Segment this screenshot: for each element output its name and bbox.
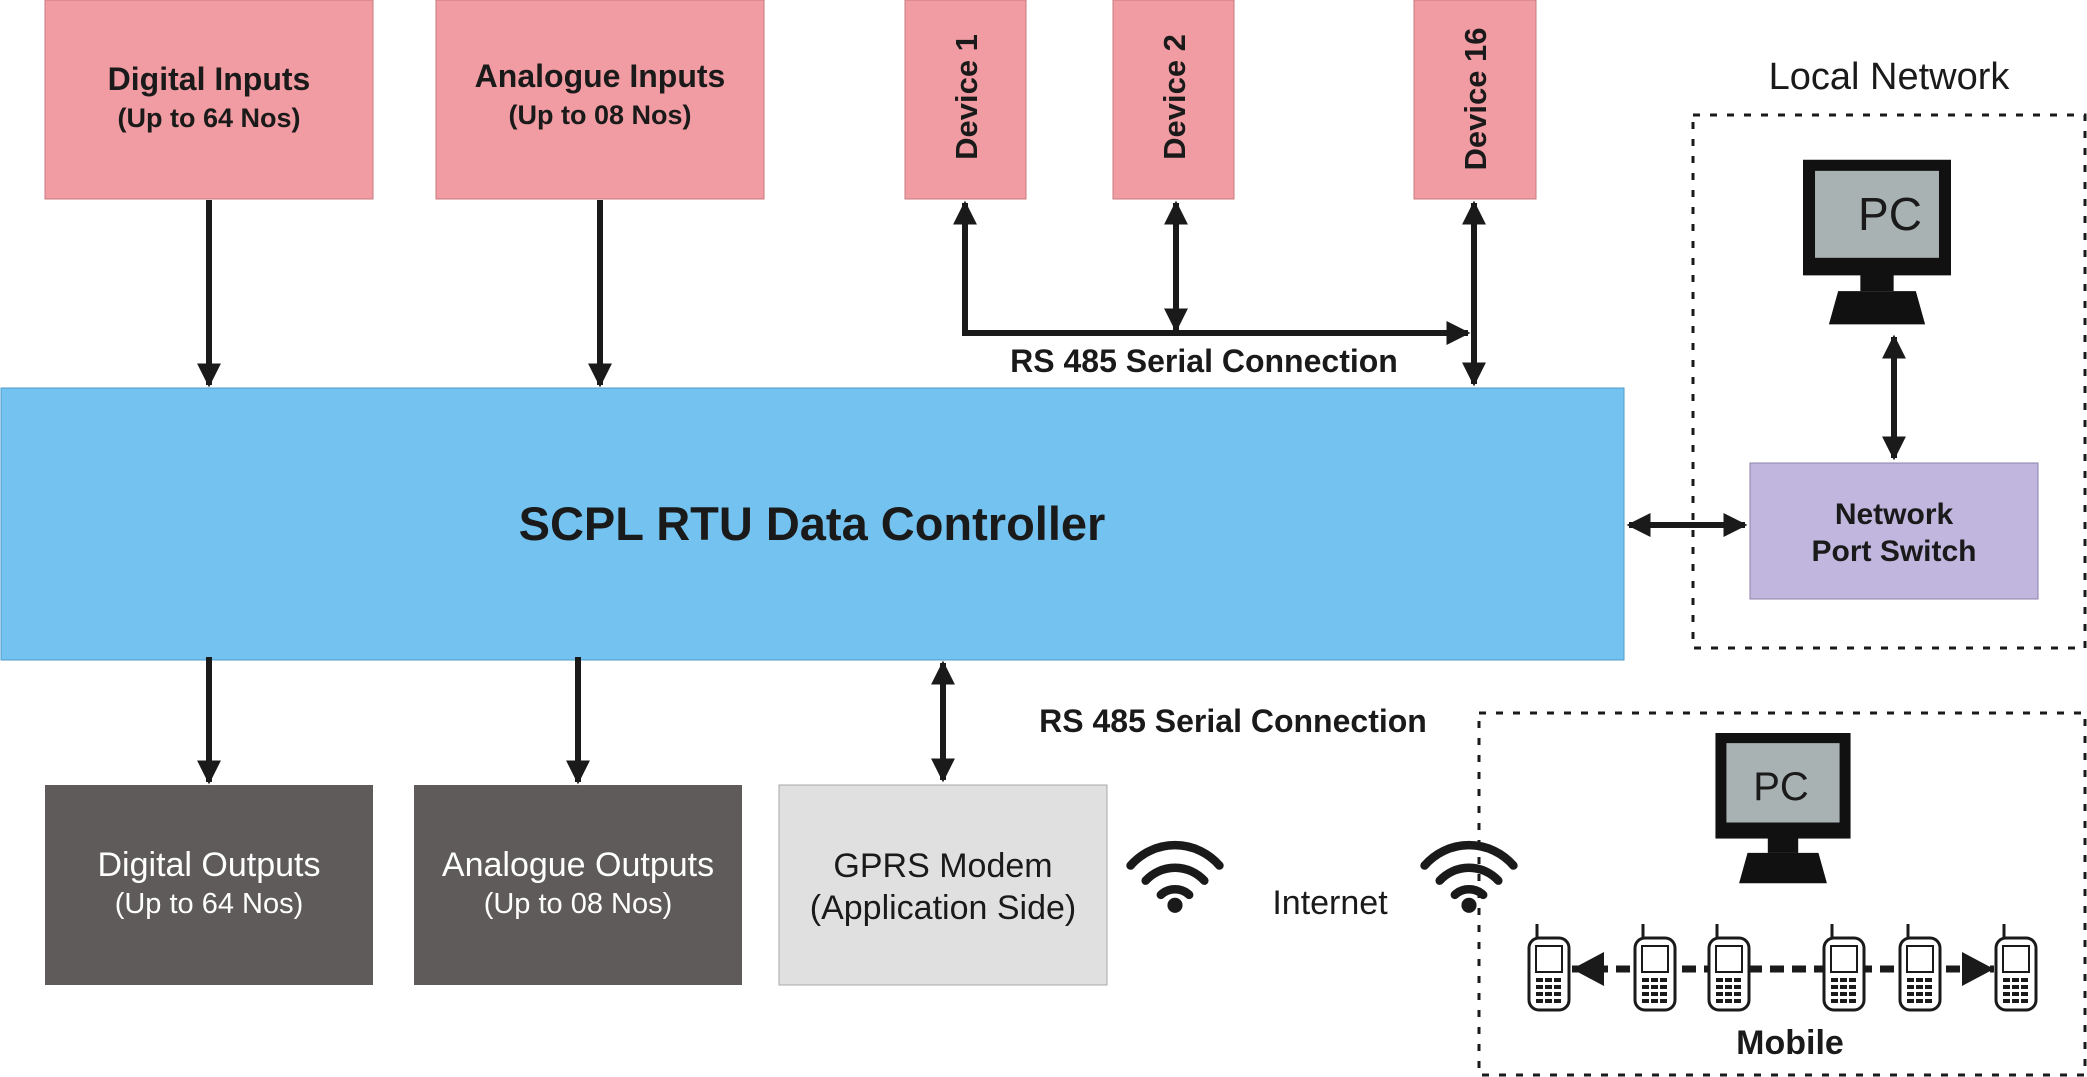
gprs-modem-box (778, 784, 1108, 986)
wifi-icon (1131, 845, 1220, 913)
analogue-outputs-sub: (Up to 08 Nos) (484, 888, 673, 920)
digital-inputs-title: Digital Inputs (108, 61, 311, 97)
mobile-phone-icon (1707, 922, 1751, 1012)
analogue-inputs-box (435, 0, 765, 200)
wifi-icon (1425, 845, 1514, 913)
device-2-box (1112, 0, 1235, 200)
device-16-label: Device 16 (1458, 27, 1493, 170)
mobile-link-arrowhead (1962, 952, 1994, 986)
mobile-phone-icon (1994, 922, 2038, 1012)
rtu-controller-box (0, 387, 1625, 661)
mobile-phone-icon (1527, 922, 1571, 1012)
rs485-top-label: RS 485 Serial Connection (1010, 343, 1398, 379)
local-network-frame (1691, 113, 2087, 650)
analogue-outputs-title: Analogue Outputs (442, 846, 714, 884)
digital-inputs-box (44, 0, 374, 200)
device-1-box (904, 0, 1027, 200)
analogue-outputs-box (414, 785, 742, 985)
network-port-switch-line1: Network (1835, 498, 1954, 531)
rtu-controller-label: SCPL RTU Data Controller (519, 497, 1106, 550)
mobile-phone-icon (1898, 922, 1942, 1012)
gprs-modem-line2: (Application Side) (810, 889, 1076, 927)
digital-outputs-sub: (Up to 64 Nos) (115, 888, 304, 920)
mobile-link-arrowhead (1572, 952, 1604, 986)
device-1-label: Device 1 (949, 34, 984, 160)
remote-pc-label: PC (1753, 765, 1809, 809)
network-port-switch-box (1749, 462, 2039, 600)
rs485-bus-line (953, 200, 1471, 345)
mobile-phone-icon (1633, 922, 1677, 1012)
rs485-bottom-label: RS 485 Serial Connection (1039, 703, 1427, 739)
digital-inputs-sub: (Up to 64 Nos) (117, 103, 300, 133)
local-pc-icon (1803, 159, 1951, 325)
mobile-phone-icon (1822, 922, 1866, 1012)
device-16-box (1413, 0, 1537, 200)
local-network-label: Local Network (1769, 56, 2011, 98)
analogue-inputs-title: Analogue Inputs (475, 58, 726, 94)
network-port-switch-line2: Port Switch (1811, 535, 1976, 568)
remote-access-frame (1477, 711, 2087, 1077)
local-pc-label: PC (1858, 188, 1922, 240)
internet-label: Internet (1272, 884, 1388, 922)
analogue-inputs-sub: (Up to 08 Nos) (508, 100, 691, 130)
digital-outputs-box (45, 785, 373, 985)
gprs-modem-line1: GPRS Modem (833, 847, 1052, 885)
mobile-label: Mobile (1736, 1024, 1844, 1062)
digital-outputs-title: Digital Outputs (98, 846, 321, 884)
device-2-label: Device 2 (1157, 34, 1192, 160)
